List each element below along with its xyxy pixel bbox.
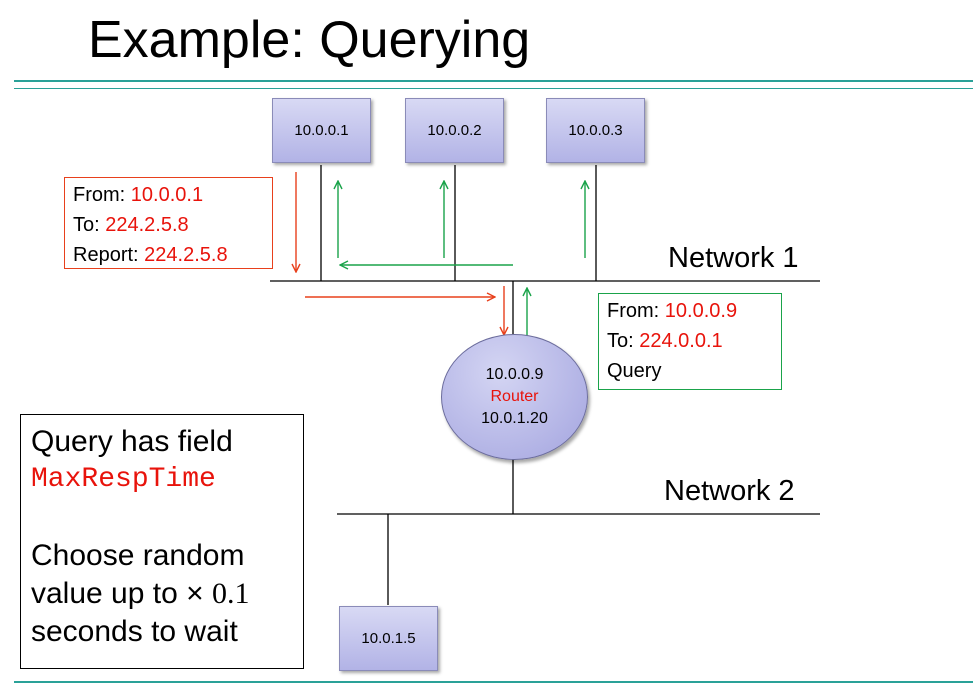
note-line-5: seconds to wait [31, 615, 238, 648]
router-ip-net1: 10.0.0.9 [485, 366, 544, 383]
note-box: Query has field MaxRespTime Choose rando… [20, 414, 304, 669]
note-line-4: value up to × 0.1 [31, 577, 250, 610]
query-to-line: To: 224.0.0.1 [607, 330, 723, 352]
report-group-line: Report: 224.2.5.8 [73, 244, 228, 266]
host-label: 10.0.0.1 [294, 122, 349, 139]
router-node: 10.0.0.9 Router 10.0.1.20 [441, 334, 588, 460]
host-10-0-0-3: 10.0.0.3 [546, 98, 645, 163]
router-label: Router [490, 388, 539, 405]
note-line-3: Choose random [31, 539, 245, 572]
query-from-line: From: 10.0.0.9 [607, 300, 738, 322]
router-ip-net2: 10.0.1.20 [481, 410, 548, 427]
host-label: 10.0.0.3 [568, 122, 623, 139]
host-10-0-1-5: 10.0.1.5 [339, 606, 438, 671]
report-from-line: From: 10.0.0.1 [73, 184, 204, 206]
report-to-line: To: 224.2.5.8 [73, 214, 189, 236]
title-rule-top [14, 80, 973, 82]
note-spacer [31, 499, 293, 537]
title-rule-bottom [14, 88, 973, 89]
network-2-label: Network 2 [664, 475, 795, 507]
query-packet-box: From: 10.0.0.9 To: 224.0.0.1 Query [598, 293, 782, 390]
host-10-0-0-2: 10.0.0.2 [405, 98, 504, 163]
network-1-label: Network 1 [668, 242, 799, 274]
query-type-line: Query [607, 360, 662, 382]
report-packet-box: From: 10.0.0.1 To: 224.2.5.8 Report: 224… [64, 177, 273, 269]
host-10-0-0-1: 10.0.0.1 [272, 98, 371, 163]
host-label: 10.0.0.2 [427, 122, 482, 139]
host-label: 10.0.1.5 [361, 630, 416, 647]
slide-title: Example: Querying [88, 11, 531, 69]
footer-rule [14, 681, 973, 683]
note-line-1: Query has field [31, 425, 233, 458]
note-field-name: MaxRespTime [31, 464, 216, 495]
